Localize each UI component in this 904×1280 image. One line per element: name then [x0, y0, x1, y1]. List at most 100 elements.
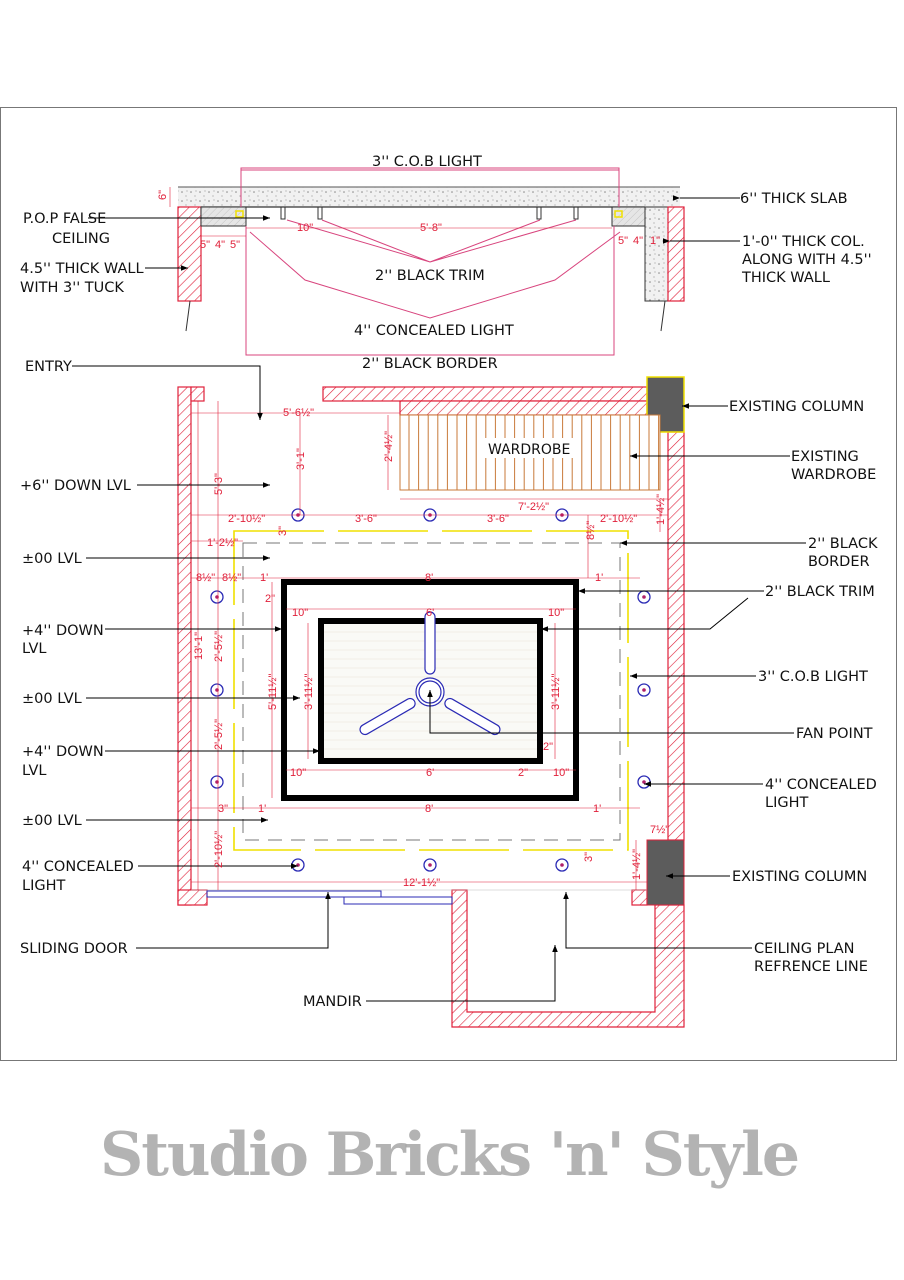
dimension-label: 1'-4½"	[631, 849, 643, 880]
label-lvl00: ±00 LVL	[22, 813, 82, 829]
label-col-1: 1'-0'' THICK COL.	[742, 234, 865, 250]
sheet-frame	[0, 107, 897, 1061]
label-conc-1: 4'' CONCEALED	[765, 777, 877, 793]
dimension-label: 10"	[297, 222, 313, 234]
wall-top	[322, 386, 648, 402]
concealed-light-icon	[291, 858, 305, 872]
dimension-label: 2'-5½"	[213, 631, 225, 662]
label-conc-2: LIGHT	[765, 795, 808, 811]
labels: 3'' C.O.B LIGHT 2'' BLACK TRIM 4'' CONCE…	[20, 154, 878, 1010]
wall-right	[667, 431, 685, 841]
dimension-label: 1'	[595, 572, 603, 584]
label-section-border: 2'' BLACK BORDER	[362, 356, 498, 372]
label-lvl00: ±00 LVL	[22, 551, 82, 567]
dimension-label: 6'	[426, 607, 434, 619]
watermark: Studio Bricks 'n' Style	[100, 1120, 800, 1190]
sliding-door-panel[interactable]	[343, 896, 453, 905]
dimension-label: 7'-2½"	[518, 501, 549, 513]
label-fan: FAN POINT	[796, 726, 873, 742]
label-ex-wardrobe-2: WARDROBE	[791, 467, 876, 483]
label-sliding-door: SLIDING DOOR	[20, 941, 128, 957]
dimension-label: 8½"	[222, 572, 241, 584]
label-col-3: THICK WALL	[741, 270, 830, 286]
dimension-label: 1"	[650, 235, 660, 247]
dimension-label: 5'-11½"	[267, 674, 279, 710]
existing-wardrobe: WARDROBE	[399, 414, 661, 491]
label-slab: 6'' THICK SLAB	[740, 191, 848, 207]
section-right-wall	[667, 206, 685, 302]
dimension-label: 8½"	[196, 572, 215, 584]
dimension-label: 1'	[593, 803, 601, 815]
label-section-concealed: 4'' CONCEALED LIGHT	[354, 323, 514, 339]
dimension-label: 4"	[633, 235, 643, 247]
concealed-light-icon	[637, 683, 651, 697]
label-border-2: BORDER	[808, 554, 870, 570]
label-section-trim: 2'' BLACK TRIM	[375, 268, 485, 284]
dimension-label: 5"	[230, 239, 240, 251]
dimension-label: 10"	[548, 607, 564, 619]
dimension-label: 2'-10½"	[600, 513, 637, 525]
dimension-label: 2'-10½"	[228, 513, 265, 525]
dimension-label: 2"	[265, 593, 275, 605]
label-lvl00: ±00 LVL	[22, 691, 82, 707]
black-border-line	[242, 542, 621, 841]
dimension-label: 5'-6½"	[283, 407, 314, 419]
dimension-label: 5'-3"	[213, 473, 225, 495]
dimension-label: 5"	[200, 239, 210, 251]
dimension-label: 8'	[425, 803, 433, 815]
label-down4-2: LVL	[22, 641, 46, 657]
dimension-label: 1'	[258, 803, 266, 815]
dimension-label: 3'-6"	[487, 513, 509, 525]
wardrobe-label: WARDROBE	[488, 442, 570, 458]
label-trim: 2'' BLACK TRIM	[765, 584, 875, 600]
slab	[178, 187, 680, 207]
label-conc-2: LIGHT	[22, 878, 65, 894]
label-ref-1: CEILING PLAN	[754, 941, 855, 957]
concealed-light-icon	[637, 590, 651, 604]
dimension-label: 1'-2½"	[207, 537, 238, 549]
section-column	[644, 206, 669, 302]
concealed-light-icon	[210, 683, 224, 697]
label-ex-wardrobe-1: EXISTING	[791, 449, 859, 465]
dimension-label: 2'-4½"	[383, 431, 395, 462]
label-entry: ENTRY	[25, 359, 72, 375]
dimension-label: 12'-1½"	[403, 877, 440, 889]
dimension-label: 4"	[215, 239, 225, 251]
label-wall-2: WITH 3'' TUCK	[20, 280, 124, 296]
existing-column-bottom	[646, 839, 685, 906]
dimension-label: 7½"	[650, 824, 669, 836]
concealed-light-icon	[423, 858, 437, 872]
sliding-door-panel[interactable]	[206, 890, 382, 898]
dimension-label: 3'-6"	[355, 513, 377, 525]
label-col-2: ALONG WITH 4.5''	[742, 252, 872, 268]
dimension-label: 1'-4½"	[655, 494, 667, 525]
dimension-label: 13'-1"	[193, 632, 205, 660]
label-down4-1: +4'' DOWN	[22, 623, 104, 639]
dimension-label: 2'-5½"	[213, 719, 225, 750]
dimension-label: 3'-11½"	[550, 674, 562, 710]
concealed-light-icon	[210, 775, 224, 789]
dimension-label: 3"	[218, 803, 228, 815]
label-down4-1: +4'' DOWN	[22, 744, 104, 760]
dimension-label: 6'	[426, 767, 434, 779]
label-mandir: MANDIR	[303, 994, 362, 1010]
dimension-label: 5'-8"	[420, 222, 442, 234]
label-existing-column: EXISTING COLUMN	[729, 399, 864, 415]
label-wall-1: 4.5'' THICK WALL	[20, 261, 144, 277]
label-section-cob: 3'' C.O.B LIGHT	[372, 154, 482, 170]
dimensions: 6"10"5'-8"5"4"5"5"4"1"5'-6½"3'-1"2'-4½"5…	[157, 190, 669, 889]
label-pop-1: P.O.P FALSE	[23, 211, 106, 227]
dimension-label: 10"	[553, 767, 569, 779]
dimension-label: 10"	[292, 607, 308, 619]
dimension-label: 8½"	[585, 521, 597, 540]
dimension-label: 1'	[260, 572, 268, 584]
concealed-light-icon	[210, 590, 224, 604]
label-existing-column: EXISTING COLUMN	[732, 869, 867, 885]
dimension-label: 2"	[543, 741, 553, 753]
dimension-label: 10"	[290, 767, 306, 779]
outer-black-trim	[281, 579, 579, 801]
label-pop-2: CEILING	[52, 231, 110, 247]
dimension-label: 2"	[518, 767, 528, 779]
dimension-label: 5"	[618, 235, 628, 247]
dimension-label: 3"	[277, 526, 289, 536]
